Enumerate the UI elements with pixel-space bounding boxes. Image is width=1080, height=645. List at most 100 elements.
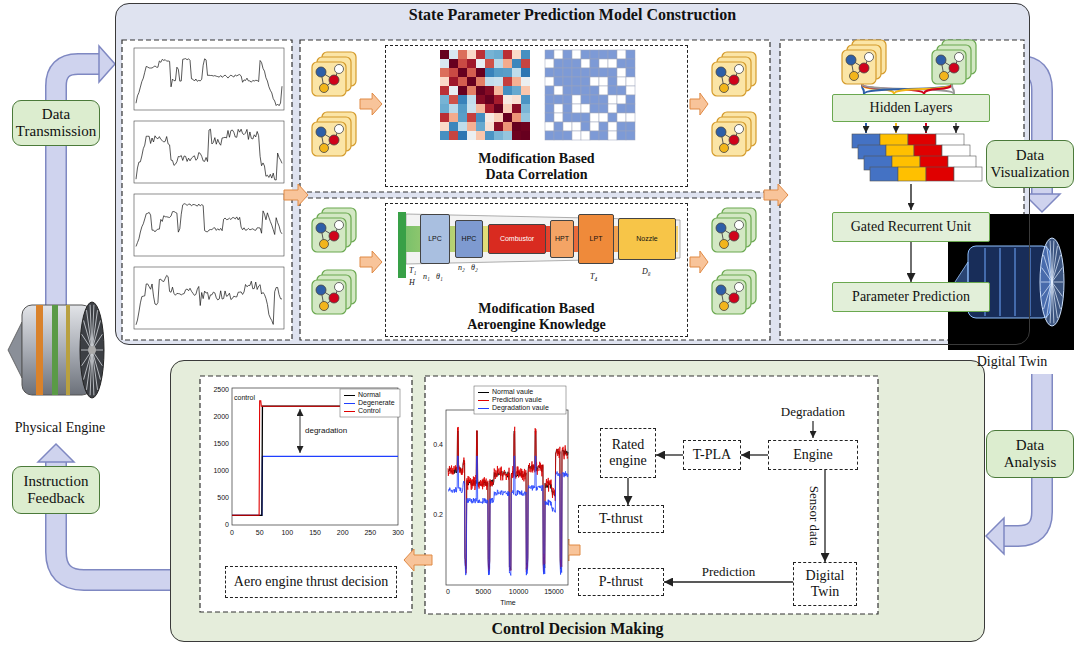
heatmap-cell <box>449 59 458 68</box>
binary-map-cell <box>599 95 608 104</box>
dashed-frame <box>200 376 412 612</box>
legend-line-sample <box>478 392 489 393</box>
node-text: T-PLA <box>693 447 731 463</box>
graph-icon-vertex <box>735 283 744 292</box>
connector <box>741 454 768 455</box>
heatmap-cell <box>476 104 485 113</box>
legend-text: Control <box>358 407 381 415</box>
feature-link <box>862 84 954 94</box>
dashed-frame <box>300 198 770 340</box>
heatmap-cell <box>440 113 449 122</box>
heatmap-cell <box>494 104 503 113</box>
heatmap-cell <box>440 59 449 68</box>
binary-map-cell <box>572 122 581 131</box>
binary-map-cell <box>563 86 572 95</box>
twin-blade <box>1050 241 1052 282</box>
graph-icon-vertex <box>735 65 744 74</box>
heatmap-cell <box>449 77 458 86</box>
binary-map-cell <box>608 77 617 86</box>
engine-component: LPT <box>578 214 614 264</box>
binary-map-cell <box>608 113 617 122</box>
legend-line-sample <box>344 411 355 412</box>
stage-box: Data Analysis <box>986 430 1074 478</box>
heatmap-cell <box>512 95 521 104</box>
graph-icon-vertex <box>720 302 729 311</box>
heatmap-cell <box>494 95 503 104</box>
heatmap-cell <box>458 50 467 59</box>
binary-map-cell <box>626 131 635 140</box>
binary-map-cell <box>554 59 563 68</box>
heatmap-cell <box>440 104 449 113</box>
graph-icon-vertex <box>716 285 726 295</box>
mini-chart-frame <box>134 194 284 256</box>
node-text: HPC <box>462 235 477 243</box>
legend-item: Normal <box>344 391 381 399</box>
binary-map-cell <box>626 77 635 86</box>
panel: Control Decision MakingAero engine thrus… <box>170 360 985 642</box>
heatmap-cell <box>449 86 458 95</box>
flow-arrow <box>360 93 382 115</box>
flow-arrow <box>284 184 308 206</box>
stage-box: Data Transmission <box>12 100 100 146</box>
symbol-label: n₂ <box>458 264 465 273</box>
heatmap-cell <box>494 131 503 140</box>
heatmap-cell <box>476 86 485 95</box>
binary-map-cell <box>617 77 626 86</box>
graph-icon-card <box>712 62 746 96</box>
binary-map-cell <box>590 131 599 140</box>
heatmap-cell <box>494 59 503 68</box>
twin-blade <box>1052 282 1063 283</box>
symbol-label: θ₁ <box>436 273 443 282</box>
annotation: Degradation <box>781 405 845 419</box>
binary-map-cell <box>599 122 608 131</box>
twin-fan <box>1040 238 1064 326</box>
heatmap-cell <box>458 59 467 68</box>
binary-map-cell <box>599 68 608 77</box>
graph-icon-vertex <box>949 63 959 73</box>
connector <box>656 454 683 455</box>
time-series-line <box>136 129 282 180</box>
binary-map-cell <box>590 113 599 122</box>
heatmap-cell <box>440 95 449 104</box>
binary-map-cell <box>617 86 626 95</box>
process-box: Aero engine thrust decision <box>225 566 397 598</box>
heatmap-cell <box>440 68 449 77</box>
twin-blade <box>1052 246 1058 282</box>
binary-map-cell <box>554 77 563 86</box>
legend-item: Prediction vaule <box>478 396 542 404</box>
spinner <box>88 346 96 354</box>
panel-ground <box>170 360 985 642</box>
graph-icon-vertex <box>329 231 339 241</box>
heatmap-cell <box>458 68 467 77</box>
axis-tick: 1000 <box>213 467 229 475</box>
graph-icon-vertex <box>720 240 729 249</box>
legend-item: Control <box>344 407 381 415</box>
heatmap-cell <box>503 131 512 140</box>
graph-icon-vertex <box>320 144 329 153</box>
twin-stage <box>1015 248 1016 316</box>
layer-arrow <box>865 123 867 133</box>
node-text: Combustor <box>500 235 534 243</box>
axis-title: Time <box>500 599 515 607</box>
heatmap-cell <box>512 104 521 113</box>
legend-box <box>474 386 566 414</box>
heatmap-cell <box>485 104 494 113</box>
time-series-line <box>136 275 282 324</box>
graph-icon-vertex <box>846 55 856 65</box>
heatmap-cell <box>458 95 467 104</box>
heatmap-cell <box>485 77 494 86</box>
legend-line-sample <box>344 403 355 404</box>
node-text: Digital Twin <box>800 568 850 600</box>
binary-map-cell <box>590 95 599 104</box>
heatmap-cell <box>494 68 503 77</box>
binary-map-cell <box>617 113 626 122</box>
heatmap-cell <box>476 59 485 68</box>
flow-arrow-head <box>38 444 74 462</box>
binary-map-cell <box>545 86 554 95</box>
axis-tick: 500 <box>217 494 229 502</box>
layer-arrow <box>955 123 957 133</box>
binary-map-cell <box>590 68 599 77</box>
binary-map-cell <box>617 104 626 113</box>
process-box: P-thrust <box>578 568 664 596</box>
